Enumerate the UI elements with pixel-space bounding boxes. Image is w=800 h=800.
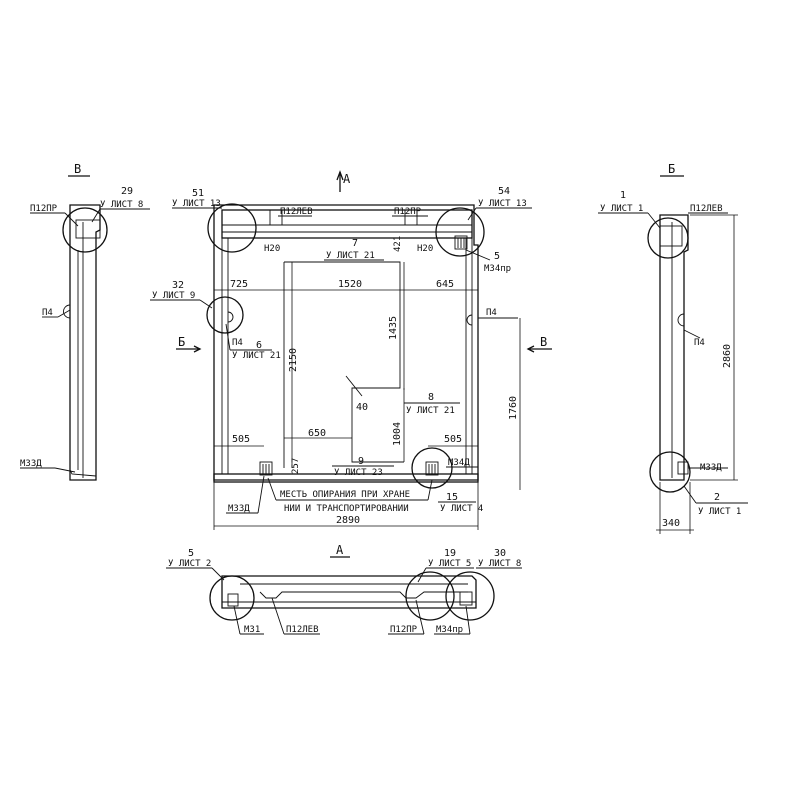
callout-p12pr: П12ПР: [394, 207, 422, 217]
dim-1520: 1520: [338, 279, 362, 290]
callout-6: 6: [256, 340, 262, 351]
dim-h20-left: Н20: [264, 244, 280, 254]
dim-725: 725: [230, 279, 248, 290]
note-line-1: МЕСТЬ ОПИРАНИЯ ПРИ ХРАНЕ: [280, 490, 410, 500]
callout-m34pr: М34пр: [436, 625, 463, 635]
callout-ulist1-bottom: У ЛИСТ 1: [698, 507, 741, 517]
dim-421: 421: [393, 236, 403, 252]
detail-circle: [445, 571, 495, 621]
callout-ulist8: У ЛИСТ 8: [478, 559, 521, 569]
callout-19: 19: [444, 548, 456, 559]
callout-ulist21-top: У ЛИСТ 21: [326, 251, 375, 261]
callout-2: 2: [714, 492, 720, 503]
callout-ulist9: У ЛИСТ 9: [152, 291, 195, 301]
callout-ulist4: У ЛИСТ 4: [440, 504, 483, 514]
callout-p12lev: П12ЛЕВ: [280, 207, 313, 217]
callout-9: 9: [358, 456, 364, 467]
callout-7: 7: [352, 238, 358, 249]
dim-340: 340: [662, 518, 680, 529]
callout-5: 5: [494, 251, 500, 262]
callout-p12lev: П12ЛЕВ: [690, 204, 723, 214]
dim-1004: 1004: [392, 422, 403, 446]
dim-2860: 2860: [722, 344, 733, 368]
left-side-view: В 29 У ЛИСТ 8 П12ПР П4 М33Д: [20, 162, 150, 481]
callout-p12pr: П12ПР: [390, 625, 418, 635]
view-label-v: В: [74, 162, 81, 176]
callout-ulist1-top: У ЛИСТ 1: [600, 204, 643, 214]
dim-1435: 1435: [388, 316, 399, 340]
section-arrow-a: А: [343, 172, 351, 186]
callout-5: 5: [188, 548, 194, 559]
support-note: МЕСТЬ ОПИРАНИЯ ПРИ ХРАНЕ НИИ И ТРАНСПОРТ…: [267, 477, 433, 514]
callout-1: 1: [620, 190, 626, 201]
detail-circle: [207, 203, 257, 253]
callout-ulist5: У ЛИСТ 5: [428, 559, 471, 569]
callout-p12lev: П12ЛЕВ: [286, 625, 319, 635]
dim-650: 650: [308, 428, 326, 439]
callout-40: 40: [356, 402, 368, 413]
callout-p12pr: П12ПР: [30, 204, 58, 214]
detail-circle: [435, 207, 485, 257]
dim-2890: 2890: [336, 515, 360, 526]
note-line-2: НИИ И ТРАНСПОРТИРОВАНИИ: [284, 504, 409, 514]
callout-ulist13-right: У ЛИСТ 13: [478, 199, 527, 209]
callout-m34d: М34Д: [448, 458, 470, 468]
view-label-a: А: [336, 543, 344, 557]
callout-29: 29: [121, 186, 133, 197]
detail-circle: [411, 447, 453, 489]
detail-circle: [206, 296, 244, 334]
callout-m31: М31: [244, 625, 260, 635]
callout-ulist21-low: У ЛИСТ 21: [406, 406, 455, 416]
section-arrow-b-right: В: [540, 335, 547, 349]
main-front-view: А: [150, 170, 552, 530]
callout-ulist2: У ЛИСТ 2: [168, 559, 211, 569]
callout-p4: П4: [42, 308, 53, 318]
detail-circle: [649, 451, 691, 493]
callout-54: 54: [498, 186, 510, 197]
callout-8: 8: [428, 392, 434, 403]
dim-257: 257: [291, 458, 301, 474]
detail-circle: [405, 571, 455, 621]
dim-505-left: 505: [232, 434, 250, 445]
dim-645: 645: [436, 279, 454, 290]
bottom-view: А 5 У ЛИСТ 2 19 У ЛИСТ 5 30 У ЛИСТ 8 М31…: [166, 543, 522, 635]
callout-ulist13-left: У ЛИСТ 13: [172, 199, 221, 209]
callout-p4: П4: [694, 338, 705, 348]
detail-circle: [62, 207, 108, 253]
callout-p4-left: П4: [232, 338, 243, 348]
detail-circle: [647, 217, 689, 259]
callout-51: 51: [192, 188, 204, 199]
callout-ulist23: У ЛИСТ 23: [334, 468, 383, 478]
dim-505-right: 505: [444, 434, 462, 445]
dim-h20-right: Н20: [417, 244, 433, 254]
callout-ulist8: У ЛИСТ 8: [100, 200, 143, 210]
callout-ulist21-mid: У ЛИСТ 21: [232, 351, 281, 361]
callout-30: 30: [494, 548, 506, 559]
callout-m33d: М33Д: [228, 504, 250, 514]
dim-2150: 2150: [288, 348, 299, 372]
callout-p4-right: П4: [486, 308, 497, 318]
callout-m34pr: М34пр: [484, 264, 511, 274]
view-label-b: Б: [668, 162, 675, 176]
callout-32: 32: [172, 280, 184, 291]
dim-1760: 1760: [508, 396, 519, 420]
section-arrow-b-left: Б: [178, 335, 185, 349]
right-side-view: Б 1 У ЛИСТ 1 П12ЛЕВ П4 2860 М33Д 2 У ЛИС…: [598, 162, 748, 534]
detail-circle: [209, 575, 255, 621]
callout-15: 15: [446, 492, 458, 503]
callout-m33d: М33Д: [20, 459, 42, 469]
